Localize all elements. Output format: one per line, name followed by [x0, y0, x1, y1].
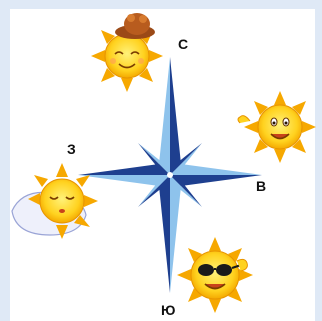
waving-sun-icon — [238, 91, 316, 163]
direction-south-label: Ю — [161, 303, 175, 317]
direction-east-label: В — [256, 179, 266, 193]
sun-with-sunglasses-icon — [177, 237, 253, 313]
direction-north-label: С — [178, 37, 188, 51]
sun-with-hat-icon — [91, 13, 163, 92]
direction-west-label: З — [67, 142, 76, 156]
